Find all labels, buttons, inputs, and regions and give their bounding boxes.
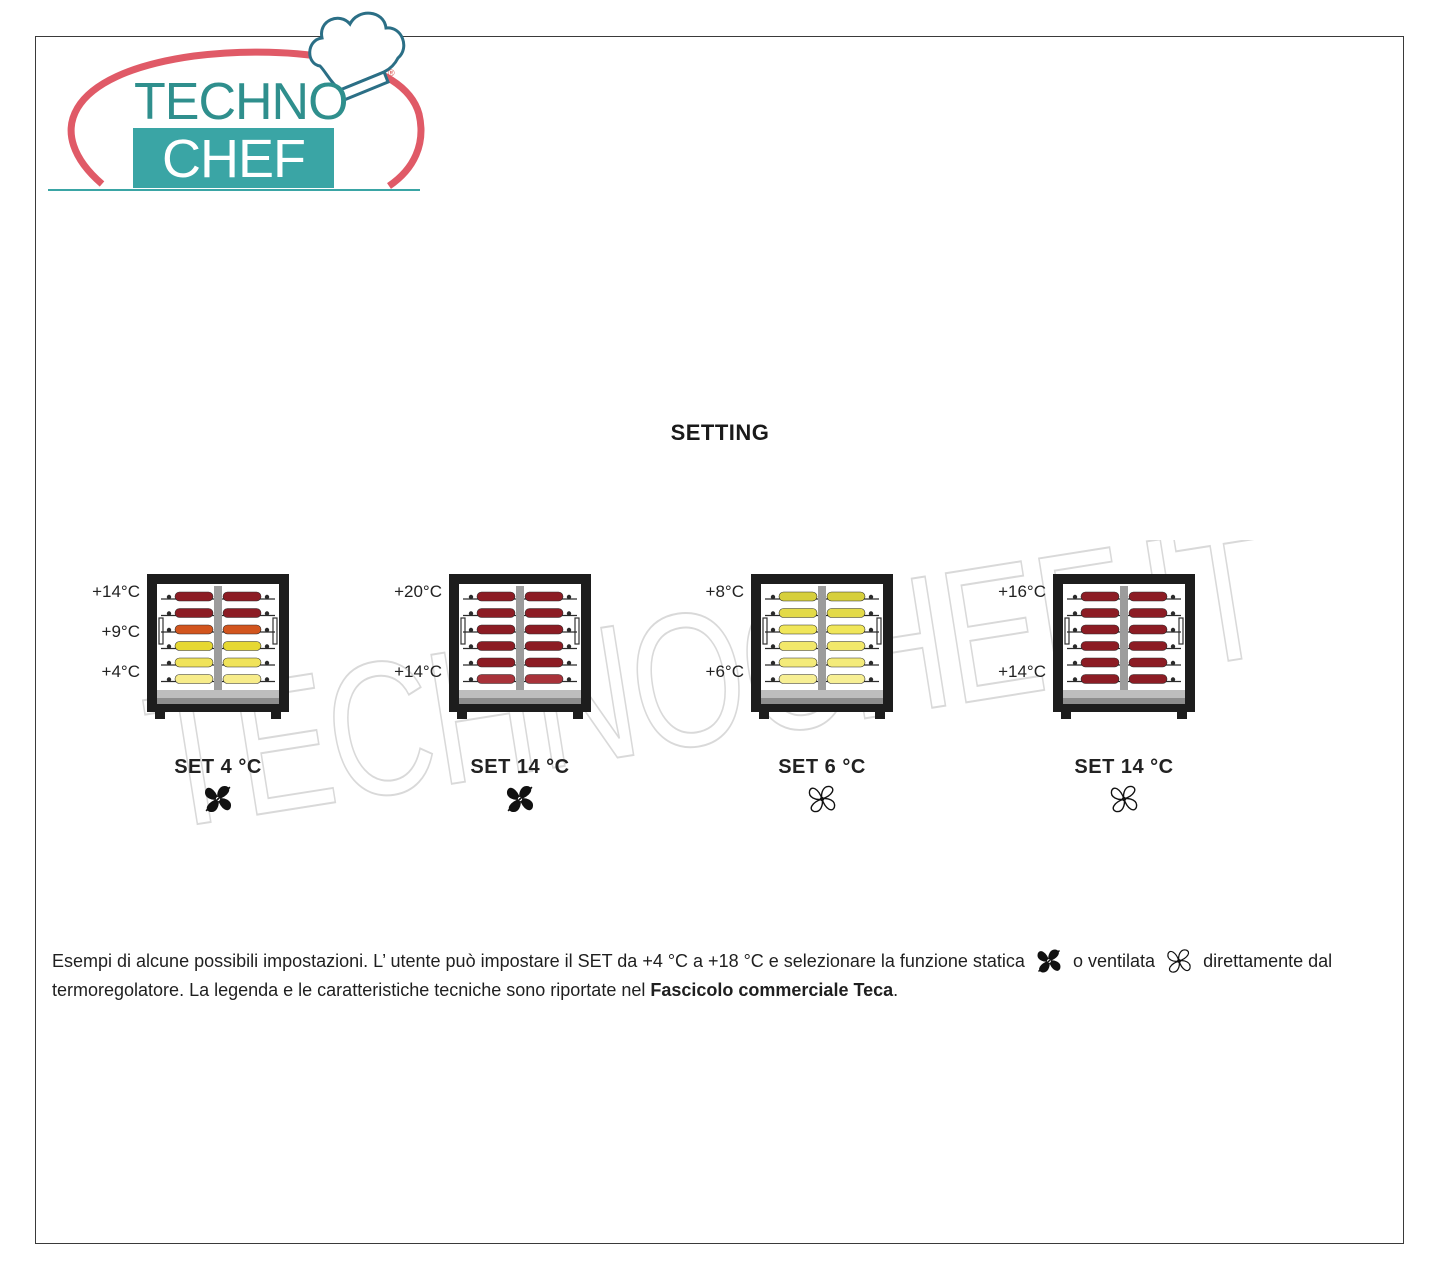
static-fan-icon xyxy=(1037,949,1061,973)
static-fan-icon xyxy=(507,786,533,812)
caption-end: . xyxy=(893,980,899,1000)
logo-techno-text: TECHNO xyxy=(134,73,349,131)
logo-chef-box: CHEF xyxy=(133,128,334,188)
logo-ring-icon xyxy=(48,11,425,191)
display-cabinet-icon xyxy=(147,574,289,719)
ventilated-fan-icon xyxy=(1110,785,1138,813)
set-label: SET 6 °C xyxy=(778,756,866,778)
temp-top-label: +20°C xyxy=(394,582,442,601)
cabinet-unit-3: +8°C +6°C SET 6 °C xyxy=(664,568,904,828)
set-label: SET 14 °C xyxy=(470,756,570,778)
cabinet-unit-4: +16°C +14°C SET 14 °C xyxy=(966,568,1206,828)
page-title: SETTING xyxy=(670,420,770,445)
cabinet-unit-1: +14°C +9°C +4°C SET 4 °C xyxy=(60,568,300,828)
temp-bottom-label: +6°C xyxy=(705,662,744,681)
ventilated-fan-icon xyxy=(808,785,836,813)
set-label: SET 14 °C xyxy=(1074,756,1174,778)
temp-top-label: +14°C xyxy=(92,582,140,601)
caption-bold: Fascicolo commerciale Teca xyxy=(650,980,894,1000)
chef-hat-icon xyxy=(308,11,406,102)
temp-top-label: +8°C xyxy=(705,582,744,601)
caption-text: Esempi di alcune possibili impostazioni.… xyxy=(52,946,1392,1004)
ventilated-fan-icon xyxy=(1167,949,1191,973)
temp-bottom-label: +14°C xyxy=(394,662,442,681)
display-cabinet-icon xyxy=(1053,574,1195,719)
technochef-logo: TECHNO CHEF ® xyxy=(44,4,429,196)
temp-mid-label: +9°C xyxy=(101,622,140,641)
temp-top-label: +16°C xyxy=(998,582,1046,601)
static-fan-icon xyxy=(205,786,231,812)
cabinet-unit-2: +20°C +14°C SET 14 °C xyxy=(362,568,602,828)
display-cabinet-icon xyxy=(449,574,591,719)
caption-part2: o ventilata xyxy=(1067,951,1156,971)
temp-bottom-label: +14°C xyxy=(998,662,1046,681)
logo-chef-text: CHEF xyxy=(162,129,306,189)
temp-bottom-label: +4°C xyxy=(101,662,140,681)
caption-part1: Esempi di alcune possibili impostazioni.… xyxy=(52,951,1025,971)
display-cabinet-icon xyxy=(751,574,893,719)
caption-part3: direttamente dal termoregolatore. La leg… xyxy=(52,951,1333,1000)
set-label: SET 4 °C xyxy=(174,756,262,778)
registered-mark: ® xyxy=(388,68,395,78)
page-frame xyxy=(35,36,1404,1244)
